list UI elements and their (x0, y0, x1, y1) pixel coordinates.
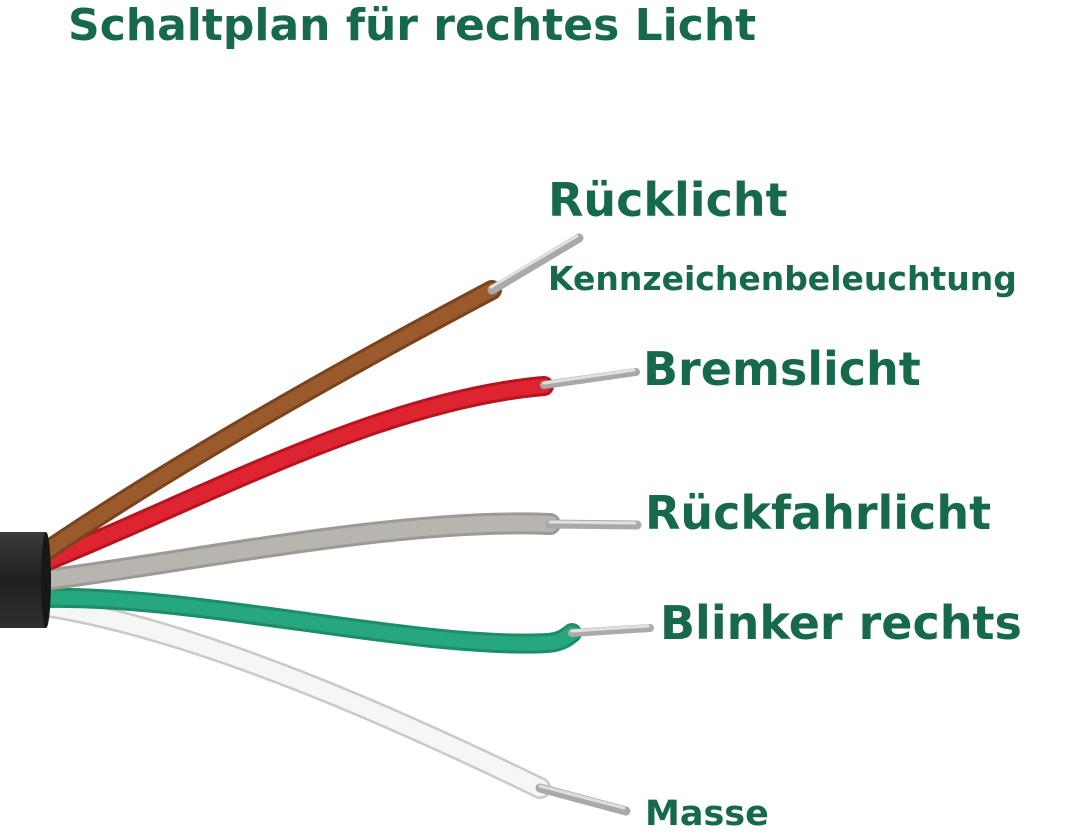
label-green-wire: Blinker rechts (660, 596, 1022, 650)
label-brown-wire-line-1: Rücklicht (548, 173, 788, 227)
label-red-wire: Bremslicht (643, 342, 921, 396)
wire-red (35, 368, 640, 572)
label-white-wire: Masse (645, 794, 769, 834)
wire-green-strands-highlight (570, 624, 650, 633)
label-brown-wire-line-2: Kennzeichenbeleuchtung (548, 259, 1017, 298)
wire-grey-insulation-fill (37, 515, 558, 588)
wire-grey-strands (545, 519, 642, 530)
cable-sheath (0, 532, 51, 628)
wire-green-insulation-fill (38, 590, 579, 651)
wire-red-insulation-fill (38, 379, 551, 569)
wire-red-strands-highlight (542, 368, 636, 385)
wire-green (35, 587, 654, 654)
wire-white-insulation-fill (36, 597, 549, 797)
wire-grey (34, 512, 642, 591)
wire-white-strands (535, 783, 631, 816)
wire-grey-strands-highlight (548, 520, 637, 525)
wire-green-strands (568, 624, 654, 637)
cable-sheath-end (41, 532, 51, 628)
wire-brown-strands-highlight (489, 234, 579, 289)
wire-white (34, 595, 631, 816)
wire-brown-strands (487, 233, 584, 295)
wire-red-strands (540, 368, 640, 389)
wire-brown-insulation-fill (38, 283, 499, 559)
wire-brown (35, 233, 584, 562)
diagram-title: Schaltplan für rechtes Licht (68, 0, 757, 51)
wire-white-strands-highlight (538, 784, 626, 810)
label-grey-wire: Rückfahrlicht (645, 486, 992, 540)
cable-sheath-body (0, 532, 46, 628)
